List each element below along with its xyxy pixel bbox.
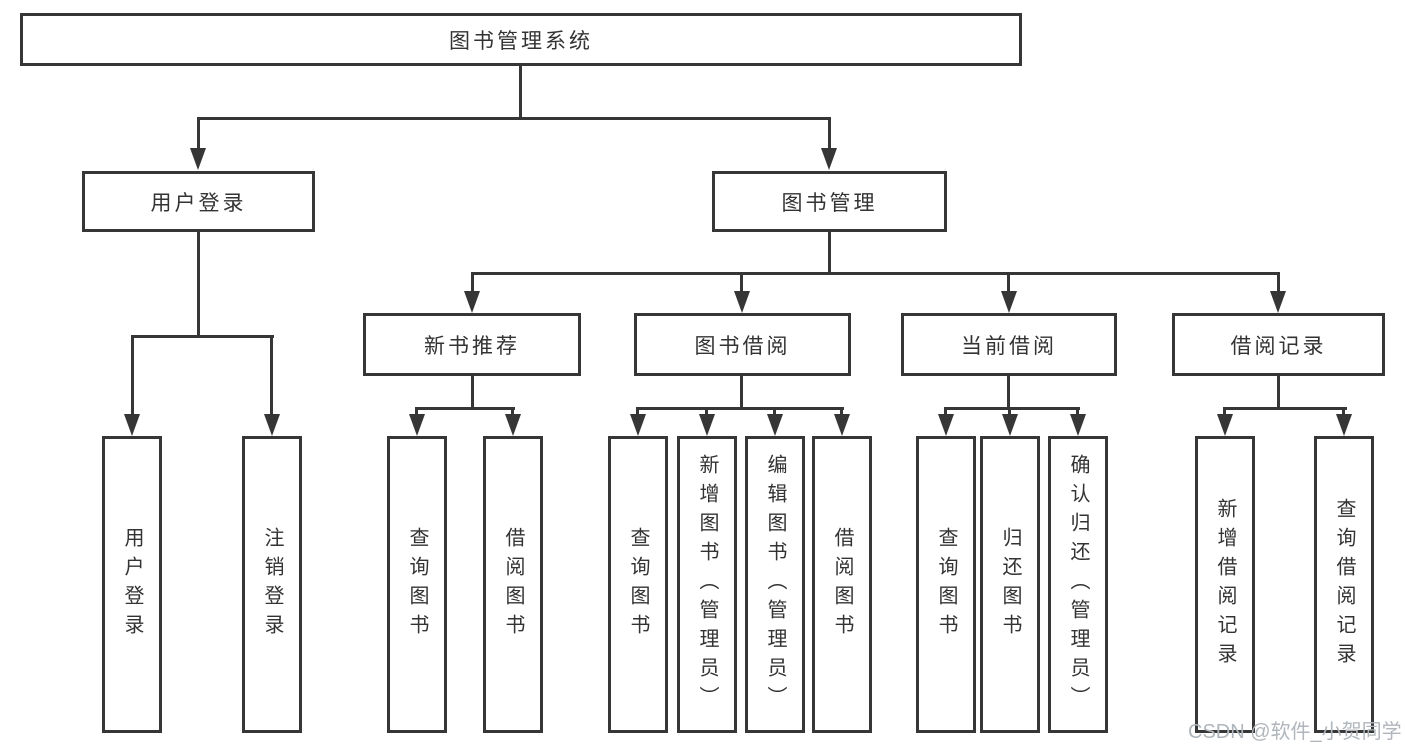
connector-mgmt-drop xyxy=(740,272,743,292)
arrowhead-down-icon xyxy=(264,414,280,436)
connector-login-drop xyxy=(131,335,134,415)
arrowhead-down-icon xyxy=(1002,414,1018,436)
connector-mgmt-stem xyxy=(828,232,831,272)
node-root: 图书管理系统 xyxy=(20,13,1022,66)
node-root-label: 图书管理系统 xyxy=(449,29,593,53)
connector-borrow-drop xyxy=(840,407,843,416)
leaf-query-books-current: 查询图书 xyxy=(916,436,976,733)
connector-login-drop xyxy=(270,335,273,415)
connector-login-branch xyxy=(131,335,274,338)
leaf-borrow-books-label: 借阅图书 xyxy=(831,526,853,643)
leaf-user-login: 用户登录 xyxy=(102,436,162,733)
arrowhead-down-icon xyxy=(1270,291,1286,313)
arrowhead-down-icon xyxy=(124,414,140,436)
arrowhead-down-icon xyxy=(938,414,954,436)
leaf-add-borrow-record: 新增借阅记录 xyxy=(1195,436,1255,733)
node-book-management-label: 图书管理 xyxy=(781,191,878,215)
connector-mgmt-branch xyxy=(471,272,1280,275)
leaf-query-borrow-record-label: 查询借阅记录 xyxy=(1333,497,1355,672)
leaf-borrow-books-recommend: 借阅图书 xyxy=(483,436,543,733)
node-book-management: 图书管理 xyxy=(712,171,947,232)
leaf-query-books-current-label: 查询图书 xyxy=(935,526,957,643)
arrowhead-down-icon xyxy=(699,414,715,436)
node-borrow-records: 借阅记录 xyxy=(1172,313,1385,376)
leaf-query-books-recommend-label: 查询图书 xyxy=(406,526,428,643)
connector-borrow-branch xyxy=(636,407,844,410)
arrowhead-down-icon xyxy=(1070,414,1086,436)
arrowhead-down-icon xyxy=(505,414,521,436)
connector-borrow-stem xyxy=(740,376,743,407)
watermark: CSDN @软件_小贺同学 xyxy=(1188,721,1402,743)
arrowhead-down-icon xyxy=(630,414,646,436)
connector-current-stem xyxy=(1007,376,1010,407)
node-borrow-records-label: 借阅记录 xyxy=(1230,334,1327,358)
leaf-return-book-label: 归还图书 xyxy=(999,526,1021,643)
connector-recommend-drop xyxy=(415,407,418,416)
node-new-book-recommend-label: 新书推荐 xyxy=(424,334,520,358)
connector-borrow-drop xyxy=(773,407,776,416)
connector-borrow-drop xyxy=(636,407,639,416)
leaf-borrow-books-recommend-label: 借阅图书 xyxy=(502,526,524,643)
connector-records-drop xyxy=(1223,407,1226,416)
leaf-query-books-borrow-label: 查询图书 xyxy=(627,526,649,643)
connector-records-stem xyxy=(1277,376,1280,407)
connector-root-left-drop xyxy=(197,117,200,150)
connector-mgmt-drop xyxy=(1277,272,1280,292)
leaf-query-borrow-record: 查询借阅记录 xyxy=(1314,436,1374,733)
connector-records-drop xyxy=(1342,407,1345,416)
leaf-return-book: 归还图书 xyxy=(980,436,1040,733)
connector-current-drop xyxy=(1076,407,1079,416)
connector-mgmt-drop xyxy=(1007,272,1010,292)
leaf-query-books-recommend: 查询图书 xyxy=(387,436,447,733)
arrowhead-down-icon xyxy=(767,414,783,436)
node-book-borrow-label: 图书借阅 xyxy=(694,334,791,358)
arrowhead-down-icon xyxy=(409,414,425,436)
arrowhead-down-icon xyxy=(1336,414,1352,436)
connector-recommend-stem xyxy=(471,376,474,407)
arrowhead-down-icon xyxy=(1217,414,1233,436)
leaf-borrow-books: 借阅图书 xyxy=(812,436,872,733)
leaf-add-borrow-record-label: 新增借阅记录 xyxy=(1214,497,1236,672)
arrowhead-down-icon xyxy=(834,414,850,436)
leaf-user-login-label: 用户登录 xyxy=(121,526,143,643)
leaf-logout: 注销登录 xyxy=(242,436,302,733)
connector-recommend-branch xyxy=(415,407,515,410)
leaf-edit-book-admin: 编辑图书（管理员） xyxy=(745,436,805,733)
arrowhead-down-icon xyxy=(821,148,837,170)
node-current-borrow: 当前借阅 xyxy=(901,313,1117,376)
node-user-login-label: 用户登录 xyxy=(150,191,247,215)
leaf-confirm-return-admin-label: 确认归还（管理员） xyxy=(1067,454,1089,715)
connector-recommend-drop xyxy=(511,407,514,416)
arrowhead-down-icon xyxy=(1001,291,1017,313)
leaf-query-books-borrow: 查询图书 xyxy=(608,436,668,733)
connector-borrow-drop xyxy=(705,407,708,416)
arrowhead-down-icon xyxy=(464,291,480,313)
connector-login-stem xyxy=(197,232,200,335)
connector-current-branch xyxy=(944,407,1080,410)
leaf-logout-label: 注销登录 xyxy=(261,526,283,643)
connector-mgmt-drop xyxy=(471,272,474,292)
connector-records-branch xyxy=(1223,407,1347,410)
arrowhead-down-icon xyxy=(190,148,206,170)
connector-current-drop xyxy=(944,407,947,416)
node-book-borrow: 图书借阅 xyxy=(634,313,851,376)
connector-root-right-drop xyxy=(828,117,831,150)
connector-root-branch xyxy=(197,117,831,120)
leaf-confirm-return-admin: 确认归还（管理员） xyxy=(1048,436,1108,733)
node-user-login: 用户登录 xyxy=(82,171,315,232)
arrowhead-down-icon xyxy=(734,291,750,313)
leaf-edit-book-admin-label: 编辑图书（管理员） xyxy=(764,454,786,715)
node-current-borrow-label: 当前借阅 xyxy=(961,334,1057,358)
node-new-book-recommend: 新书推荐 xyxy=(363,313,581,376)
connector-current-drop xyxy=(1008,407,1011,416)
connector-root-stem xyxy=(519,66,522,117)
leaf-add-book-admin-label: 新增图书（管理员） xyxy=(696,454,718,715)
leaf-add-book-admin: 新增图书（管理员） xyxy=(677,436,737,733)
